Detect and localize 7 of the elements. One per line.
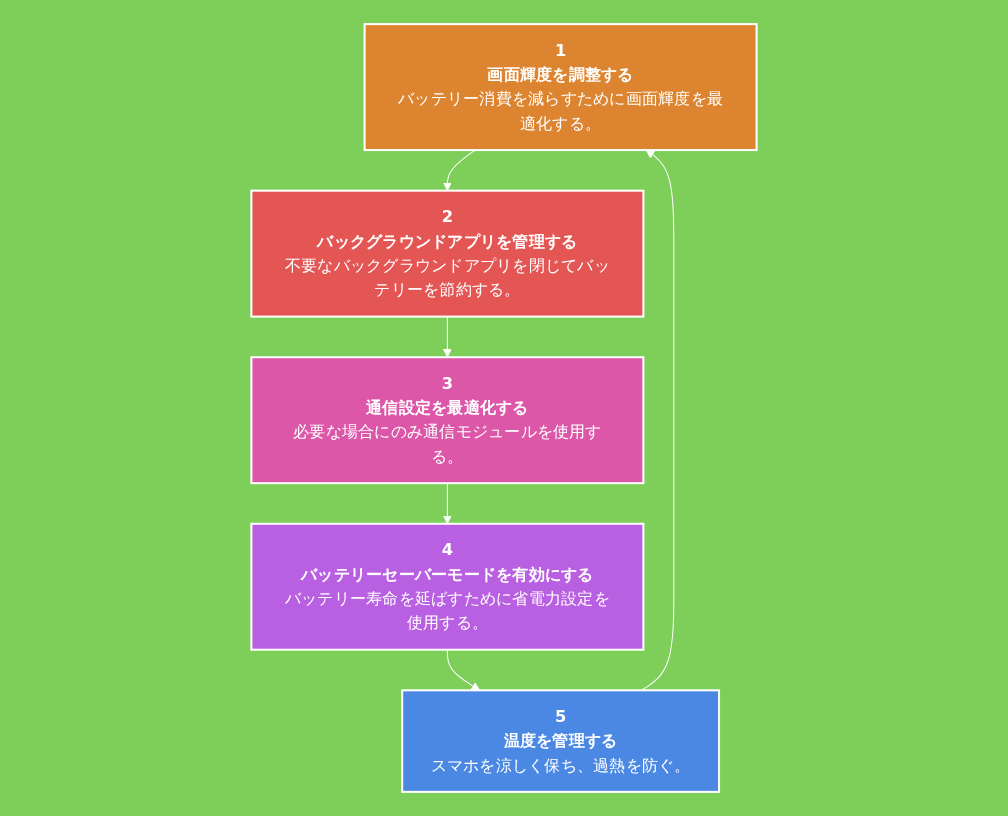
- arrow: [442, 316, 452, 358]
- node-box: 1 画面輝度を調整する バッテリー消費を減らすために画面輝度を最適化する。: [363, 23, 758, 152]
- node-box: 4 バッテリーセーバーモードを有効にする バッテリー寿命を延ばすために省電力設定を使用する。: [250, 522, 645, 651]
- node-box: 5 温度を管理する スマホを涼しく保ち、過熱を防ぐ。: [401, 689, 721, 793]
- arrow: [446, 649, 481, 691]
- node-box: 3 通信設定を最適化する 必要な場合にのみ通信モジュールを使用する。: [250, 356, 645, 485]
- node-box: 2 バックグラウンドアプリを管理する 不要なバックグラウンドアプリを閉じてバッテリーを節約する。: [250, 189, 645, 318]
